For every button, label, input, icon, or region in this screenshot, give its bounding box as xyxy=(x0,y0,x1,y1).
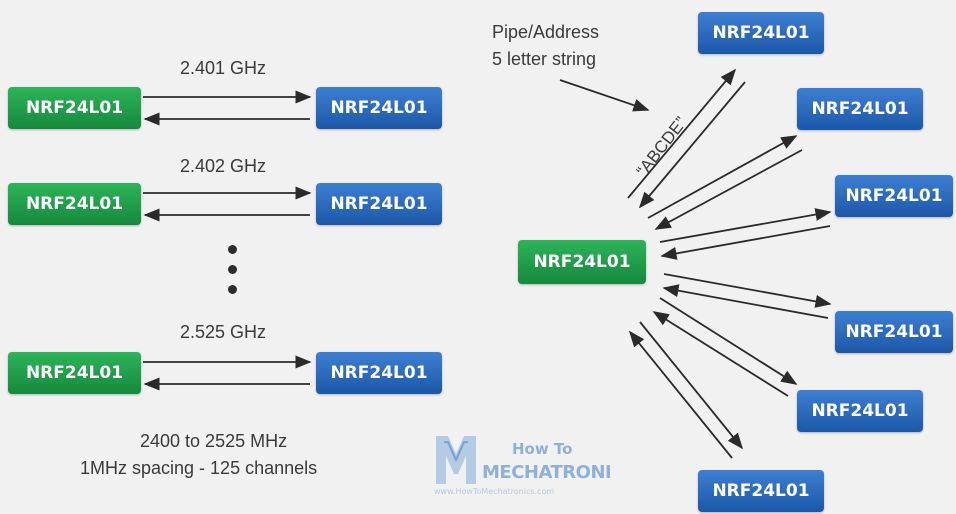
arrow-out-4 xyxy=(663,273,832,308)
watermark-logo: How To MECHATRONICS www.HowToMechatronic… xyxy=(430,432,637,498)
peripheral-module-1: NRF24L01 xyxy=(698,12,824,54)
ellipsis-dot-3 xyxy=(228,285,237,294)
peripheral-module-2: NRF24L01 xyxy=(797,88,923,130)
central-module: NRF24L01 xyxy=(518,240,646,284)
peripheral-module-4: NRF24L01 xyxy=(835,311,953,353)
peripheral-module-5: NRF24L01 xyxy=(797,390,923,432)
arrow-out-2 xyxy=(647,135,798,219)
summary-line-2: 1MHz spacing - 125 channels xyxy=(80,458,318,478)
frequency-label-3: 2.525 GHz xyxy=(180,322,267,342)
arrow-in-2 xyxy=(654,149,803,230)
arrow-in-4 xyxy=(662,284,829,319)
address-label: “ABCDE” xyxy=(633,113,691,180)
annotation-pointer xyxy=(559,79,650,112)
transmitter-module-1: NRF24L01 xyxy=(8,87,141,129)
ellipsis-dot-1 xyxy=(228,245,237,254)
arrow-in-5 xyxy=(652,311,789,397)
summary-line-1: 2400 to 2525 MHz xyxy=(140,431,288,451)
annotation-line-1: Pipe/Address xyxy=(492,22,600,42)
receiver-module-2: NRF24L01 xyxy=(316,183,442,225)
watermark-url: www.HowToMechatronics.com xyxy=(434,487,554,496)
transmitter-module-3: NRF24L01 xyxy=(8,352,141,394)
frequency-label-1: 2.401 GHz xyxy=(180,58,267,78)
watermark-line-1: How To xyxy=(512,440,572,458)
arrow-out-3 xyxy=(659,208,832,243)
frequency-label-2: 2.402 GHz xyxy=(180,156,267,176)
watermark-line-2: MECHATRONICS xyxy=(482,462,610,483)
arrow-in-1 xyxy=(638,81,746,209)
annotation-line-2: 5 letter string xyxy=(492,49,597,69)
arrow-in-3 xyxy=(660,225,831,260)
arrow-out-1 xyxy=(627,68,737,199)
arrow-out-5 xyxy=(659,297,798,385)
arrow-in-6 xyxy=(628,330,733,459)
peripheral-module-3: NRF24L01 xyxy=(835,175,953,217)
receiver-module-3: NRF24L01 xyxy=(316,352,442,394)
arrow-out-6 xyxy=(639,321,744,450)
watermark-logo-icon: How To MECHATRONICS www.HowToMechatronic… xyxy=(434,436,637,496)
transmitter-module-2: NRF24L01 xyxy=(8,183,141,225)
receiver-module-1: NRF24L01 xyxy=(316,87,442,129)
peripheral-module-6: NRF24L01 xyxy=(698,470,824,512)
ellipsis-dot-2 xyxy=(228,265,237,274)
